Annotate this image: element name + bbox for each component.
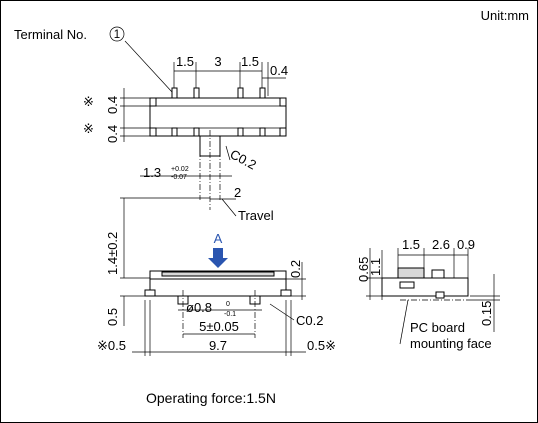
dim-pitch-center: 3 bbox=[214, 54, 221, 69]
top-view: Terminal No. 1 1.5 3 1.5 0.4 bbox=[14, 26, 288, 223]
front-view: A 1.4±0.2 0.2 0.5 ø0.8 0 -0.1 5±0.05 bbox=[97, 197, 336, 356]
side-dim-0-15: 0.15 bbox=[479, 301, 494, 326]
dim-0-2: 0.2 bbox=[288, 260, 303, 278]
note-left: ※0.5 bbox=[97, 338, 126, 353]
top-chamfer: C0.2 bbox=[228, 146, 259, 172]
hole-tol-lower: -0.1 bbox=[224, 311, 236, 318]
dim-pitch-left: 1.5 bbox=[176, 54, 194, 69]
unit-label: Unit:mm bbox=[481, 8, 529, 23]
side-dim-0-9: 0.9 bbox=[457, 237, 475, 252]
hole-pitch: 5±0.05 bbox=[199, 319, 239, 334]
dim-0-5: 0.5 bbox=[105, 308, 120, 326]
dim-pitch-right: 1.5 bbox=[241, 54, 259, 69]
operating-force: Operating force:1.5N bbox=[146, 390, 276, 406]
knob-width: 1.3 bbox=[143, 165, 161, 180]
terminal-leader bbox=[124, 40, 173, 93]
knob-tol-lower: -0.07 bbox=[171, 174, 187, 181]
knob-height: 1.4±0.2 bbox=[105, 232, 120, 275]
side-dim-2-6: 2.6 bbox=[432, 237, 450, 252]
terminal-number: 1 bbox=[114, 29, 120, 41]
hole-dia: ø0.8 bbox=[186, 300, 212, 315]
pcb-label-line2: mounting face bbox=[410, 336, 492, 351]
note-mark-top: ※ bbox=[83, 94, 94, 109]
view-arrow-icon bbox=[208, 248, 228, 268]
note-right: 0.5※ bbox=[307, 338, 336, 353]
hole-tol-upper: 0 bbox=[226, 301, 230, 308]
travel-label: Travel bbox=[238, 208, 274, 223]
dim-height-bottom: 0.4 bbox=[105, 125, 120, 143]
note-mark-bottom: ※ bbox=[83, 121, 94, 136]
top-view-body bbox=[149, 97, 287, 137]
side-dim-0-65: 0.65 bbox=[356, 257, 371, 282]
knob-tol-upper: +0.02 bbox=[171, 166, 189, 173]
side-view-body bbox=[381, 277, 469, 297]
side-dim-1-5: 1.5 bbox=[402, 237, 420, 252]
dim-terminal-width: 0.4 bbox=[270, 63, 288, 78]
front-view-body bbox=[149, 278, 287, 297]
travel-dim: 2 bbox=[234, 185, 241, 200]
overall-width: 9.7 bbox=[209, 338, 227, 353]
terminal-label: Terminal No. bbox=[14, 27, 87, 42]
dim-height-top: 0.4 bbox=[105, 96, 120, 114]
front-chamfer: C0.2 bbox=[296, 313, 323, 328]
side-dim-1-1: 1.1 bbox=[368, 258, 383, 276]
view-marker-a: A bbox=[214, 231, 223, 246]
pcb-label-line1: PC board bbox=[410, 320, 465, 335]
terminal-number-circle bbox=[109, 26, 125, 42]
side-view: 1.5 2.6 0.9 0.65 1.1 0.15 PC board mount… bbox=[356, 237, 500, 351]
